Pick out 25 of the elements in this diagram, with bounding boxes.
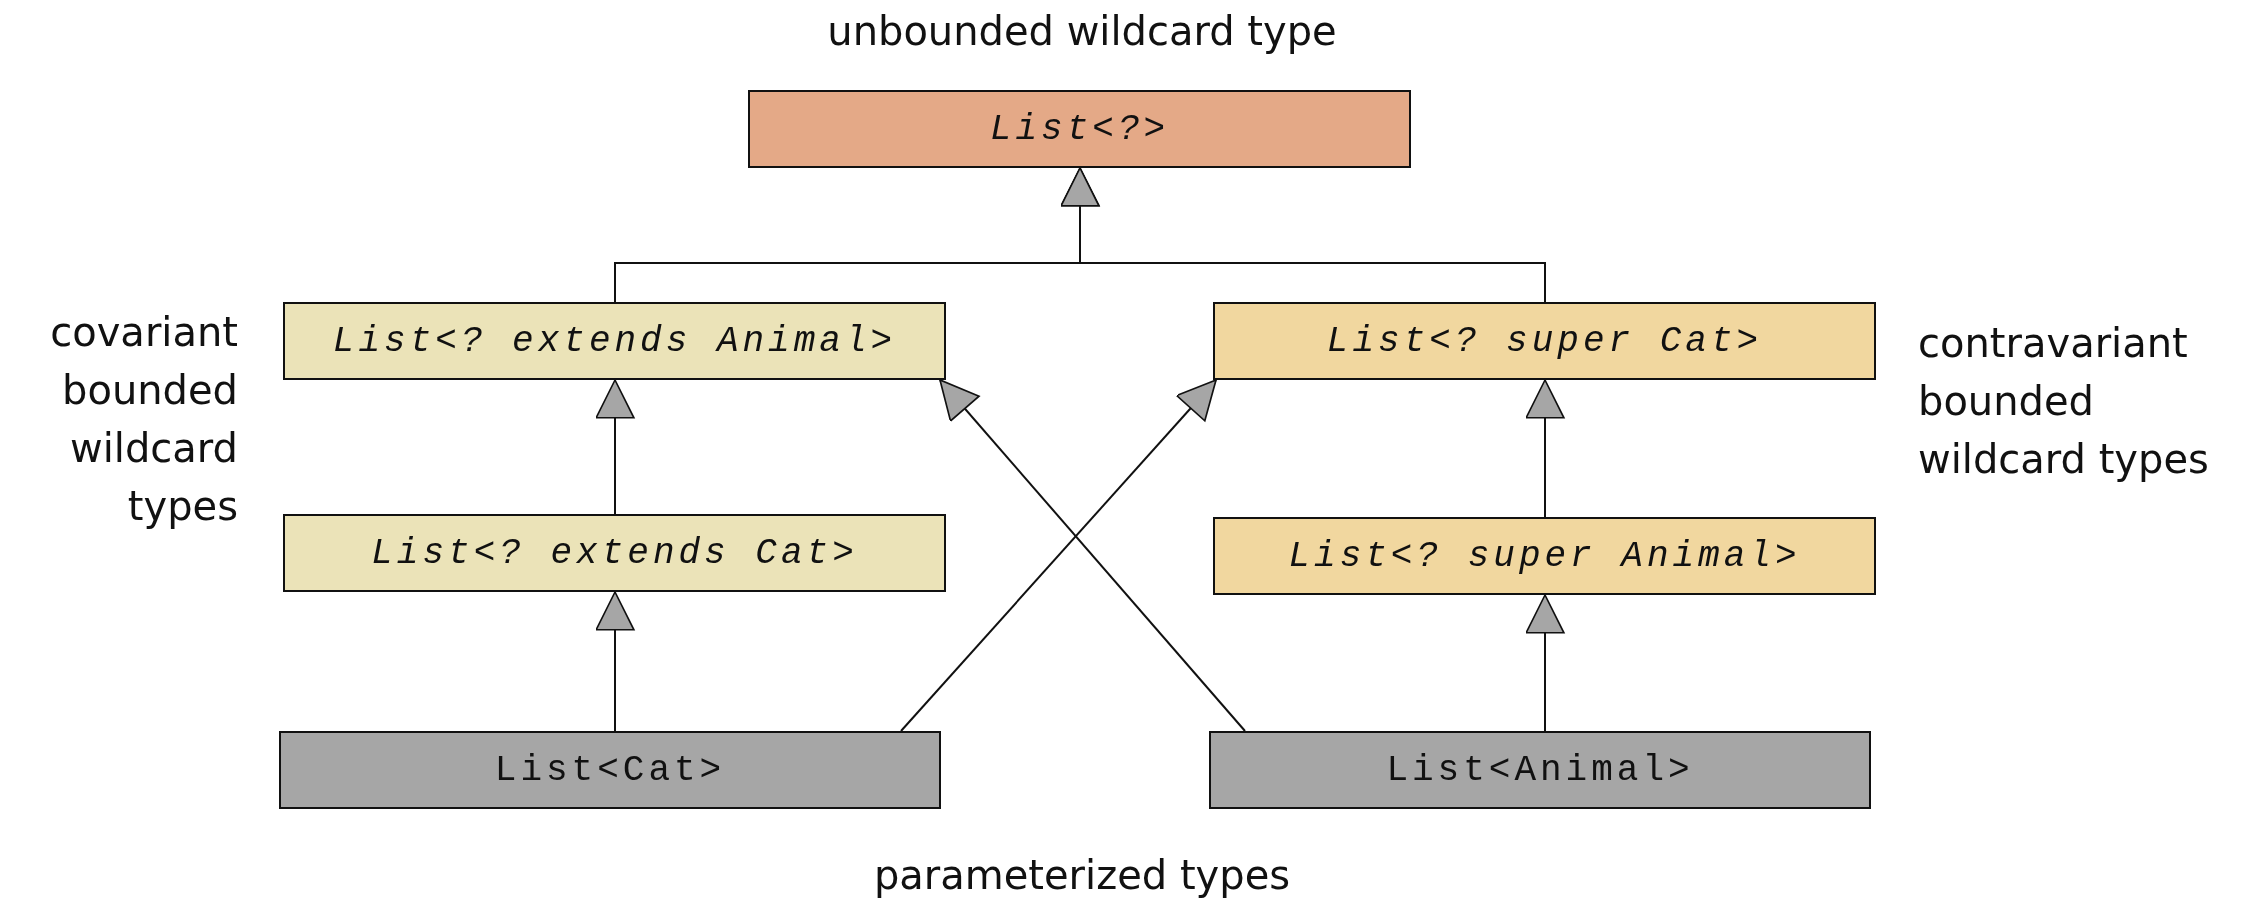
category-note: unbounded wildcard type: [826, 7, 1338, 56]
category-note: parameterized types: [872, 851, 1292, 900]
inheritance-arrow: [939, 379, 1246, 732]
type-box: [1213, 302, 1876, 380]
category-note: covariant bounded wildcard types: [49, 308, 238, 531]
type-box: [748, 90, 1411, 168]
type-name: List<Cat>: [494, 749, 726, 791]
type-name: List<? super Cat>: [1326, 320, 1763, 362]
inheritance-arrow: [1060, 167, 1546, 303]
inheritance-arrow: [1525, 594, 1565, 732]
inheritance-arrow: [900, 379, 1217, 732]
type-box: [279, 731, 941, 809]
inheritance-arrow: [595, 591, 635, 732]
category-note: contravariant bounded wildcard types: [1918, 319, 2210, 484]
type-name: List<? extends Cat>: [371, 532, 858, 574]
type-box: [283, 514, 946, 592]
inheritance-arrow: [595, 379, 635, 515]
inheritance-arrow: [1525, 379, 1565, 518]
type-box: [1213, 517, 1876, 595]
type-name: List<?>: [989, 108, 1170, 150]
type-name: List<? extends Animal>: [332, 320, 897, 362]
type-name: List<? super Animal>: [1288, 535, 1801, 577]
type-name: List<Animal>: [1386, 749, 1694, 791]
type-box: [283, 302, 946, 380]
type-box: [1209, 731, 1871, 809]
